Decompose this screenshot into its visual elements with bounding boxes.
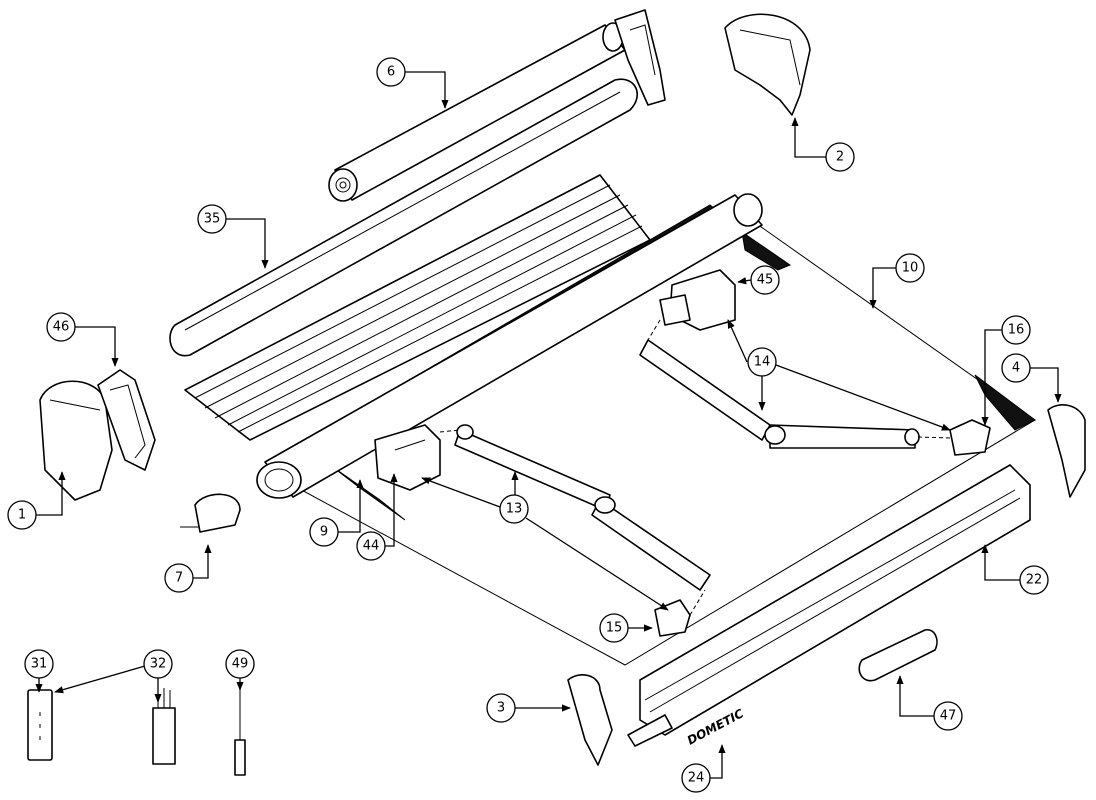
led-light [858, 629, 938, 682]
callout-label-35: 35 [204, 212, 221, 227]
callout-47: 47 [933, 701, 963, 731]
case-extrusion [184, 174, 651, 441]
callout-label-22: 22 [1026, 573, 1043, 588]
callout-label-15: 15 [606, 621, 623, 636]
callout-label-10: 10 [902, 261, 919, 276]
end-bracket-motor [614, 9, 666, 106]
callout-label-32: 32 [150, 657, 167, 672]
top-cover-bar [169, 78, 639, 357]
callout-label-13: 13 [506, 502, 523, 517]
front-profile [627, 464, 1031, 747]
callout-label-6: 6 [387, 65, 395, 80]
side-bracket [97, 369, 156, 471]
roller-plug [180, 493, 241, 533]
callout-label-46: 46 [53, 320, 70, 335]
callout-49: 49 [225, 649, 255, 679]
callout-6: 6 [376, 57, 406, 87]
callout-label-45: 45 [757, 273, 774, 288]
callout-4: 4 [1001, 353, 1031, 383]
end-cap-left [39, 380, 113, 501]
callout-3: 3 [486, 693, 516, 723]
callout-24: 24 [681, 763, 711, 793]
callout-label-1: 1 [18, 508, 26, 523]
callout-7: 7 [164, 563, 194, 593]
callout-45: 45 [750, 265, 780, 295]
arm-bracket-45 [659, 269, 736, 331]
callout-label-2: 2 [836, 150, 844, 165]
end-cap-right-bottom [1047, 404, 1086, 498]
callout-46: 46 [46, 312, 76, 342]
callout-label-7: 7 [175, 571, 183, 586]
callout-35: 35 [197, 204, 227, 234]
callout-label-3: 3 [497, 701, 505, 716]
callout-14: 14 [747, 347, 777, 377]
callout-16: 16 [1001, 315, 1031, 345]
end-cap-left-bottom [567, 674, 613, 766]
callout-9: 9 [309, 517, 339, 547]
callout-label-47: 47 [940, 709, 957, 724]
callout-32: 32 [143, 649, 173, 679]
leader-lines [35, 71, 1062, 779]
dashed-connectors [439, 319, 951, 616]
callout-label-49: 49 [232, 657, 249, 672]
callout-label-14: 14 [754, 355, 771, 370]
callout-label-44: 44 [363, 539, 380, 554]
callout-22: 22 [1019, 565, 1049, 595]
roller-tube [256, 193, 763, 499]
callout-44: 44 [356, 531, 386, 561]
callout-label-24: 24 [688, 771, 705, 786]
remote-control [27, 689, 53, 761]
callout-label-4: 4 [1012, 361, 1020, 376]
callout-label-16: 16 [1008, 323, 1025, 338]
callout-10: 10 [895, 253, 925, 283]
left-arm [454, 424, 711, 591]
right-arm [639, 339, 920, 449]
callout-label-9: 9 [320, 525, 328, 540]
callout-31: 31 [24, 649, 54, 679]
arm-bracket-16 [949, 419, 991, 456]
crank-tool [234, 690, 246, 776]
cables [152, 688, 176, 765]
callout-15: 15 [599, 613, 629, 643]
end-cap-right-top [724, 13, 811, 116]
callout-2: 2 [825, 142, 855, 172]
callout-1: 1 [7, 500, 37, 530]
callout-label-31: 31 [31, 657, 48, 672]
callout-13: 13 [499, 494, 529, 524]
